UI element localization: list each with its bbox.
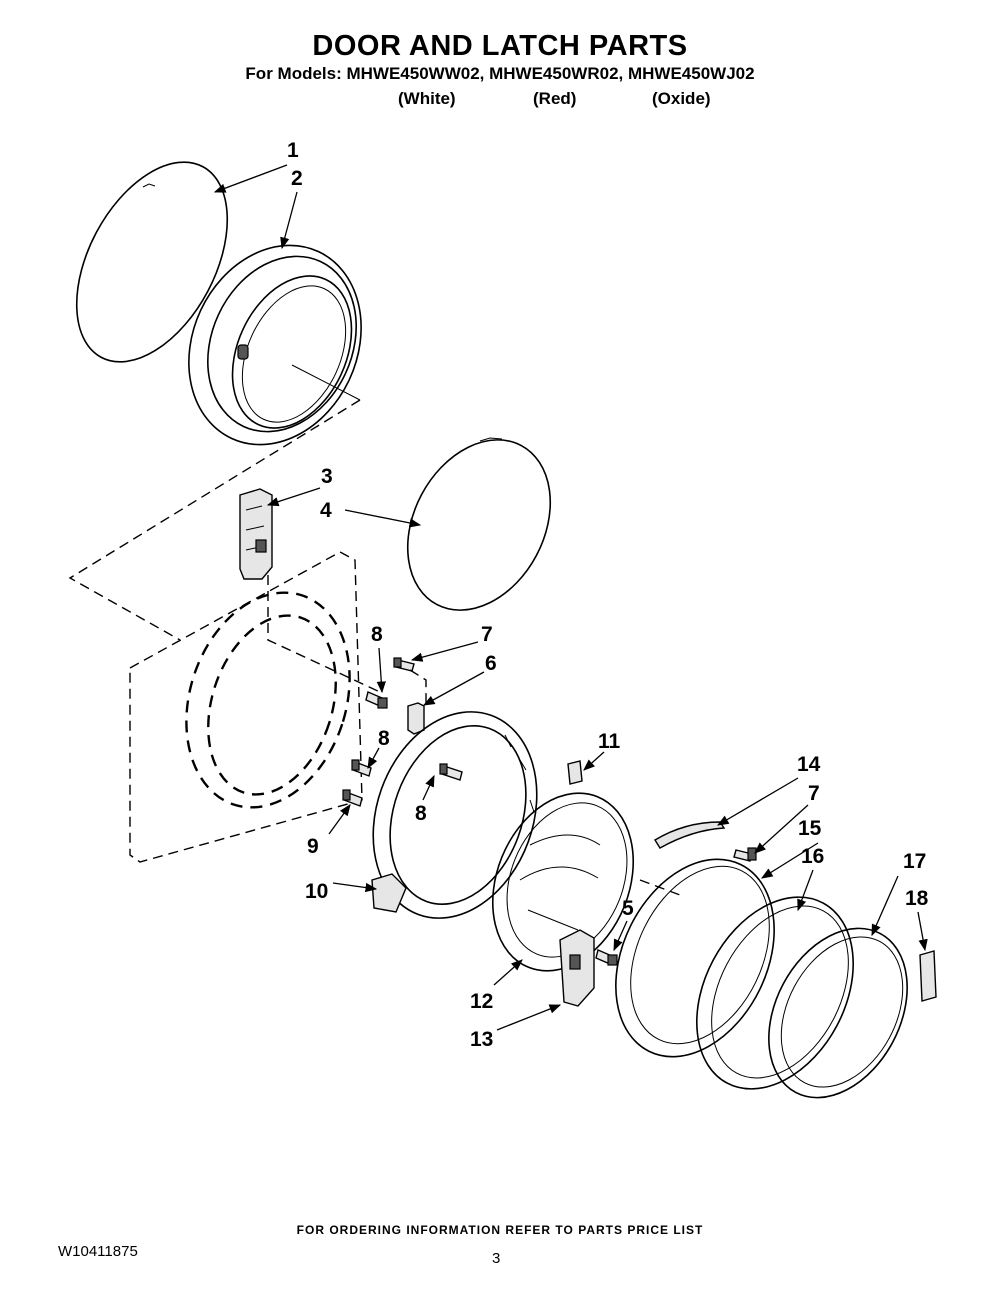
part-2-door-ring — [188, 244, 362, 446]
part-10-inner-door-frame — [371, 711, 538, 919]
page-title: DOOR AND LATCH PARTS — [312, 30, 688, 62]
part-8-screw-upper — [365, 691, 388, 709]
models-line: For Models: MHWE450WW02, MHWE450WR02, MH… — [245, 64, 755, 83]
part-7-screw-right — [733, 847, 757, 862]
part-16-door-trim — [696, 896, 854, 1090]
callout-10: 10 — [305, 880, 328, 903]
callout-15: 15 — [798, 817, 822, 840]
callout-14: 14 — [797, 753, 821, 776]
callout-17: 17 — [903, 850, 926, 873]
callout-6: 6 — [485, 652, 497, 675]
callout-11: 11 — [598, 730, 621, 753]
part-14-latch-spring — [654, 821, 726, 849]
part-4-inner-glass — [406, 437, 552, 611]
callout-13: 13 — [470, 1028, 493, 1051]
callout-8-left: 8 — [378, 727, 390, 750]
callout-8-center: 8 — [415, 802, 427, 825]
document-number: W10411875 — [58, 1243, 138, 1260]
callout-2: 2 — [291, 167, 303, 190]
part-11-strike — [567, 760, 583, 785]
part-18-label — [919, 950, 937, 1002]
alignment-line-top — [68, 399, 361, 641]
callout-4: 4 — [320, 499, 332, 522]
callout-3: 3 — [321, 465, 333, 488]
part-7-screw-upper — [393, 657, 415, 672]
callout-18: 18 — [905, 887, 929, 910]
part-6-latch-clip — [407, 669, 427, 735]
part-13-handle — [559, 929, 595, 1007]
part-3-hinge — [239, 488, 273, 580]
callout-12: 12 — [470, 990, 493, 1013]
callout-9: 9 — [307, 835, 319, 858]
page-number: 3 — [492, 1250, 501, 1267]
variant-red: (Red) — [533, 89, 577, 108]
variant-white: (White) — [398, 89, 456, 108]
part-9-screw — [342, 789, 363, 807]
part-17-outer-bezel — [768, 927, 908, 1099]
callout-7-right: 7 — [808, 782, 820, 805]
part-1-outer-glass — [75, 161, 229, 363]
part-12-inner-bowl — [491, 792, 635, 972]
part-5-screw — [595, 949, 618, 966]
callout-7-upper: 7 — [481, 623, 493, 646]
callout-1: 1 — [287, 139, 299, 162]
part-8-screw-left — [351, 759, 372, 777]
part-8-screw-center — [439, 763, 463, 781]
variant-oxide: (Oxide) — [652, 89, 711, 108]
part-15-outer-door-frame — [615, 858, 775, 1058]
callout-8-upper: 8 — [371, 623, 383, 646]
ordering-note: FOR ORDERING INFORMATION REFER TO PARTS … — [296, 1223, 704, 1237]
leader-lines — [213, 164, 928, 1031]
callout-5: 5 — [622, 897, 634, 920]
callout-16: 16 — [801, 845, 824, 868]
callout-numbers: 1 2 3 4 8 7 6 8 11 14 7 15 16 8 9 10 17 … — [287, 139, 929, 1051]
